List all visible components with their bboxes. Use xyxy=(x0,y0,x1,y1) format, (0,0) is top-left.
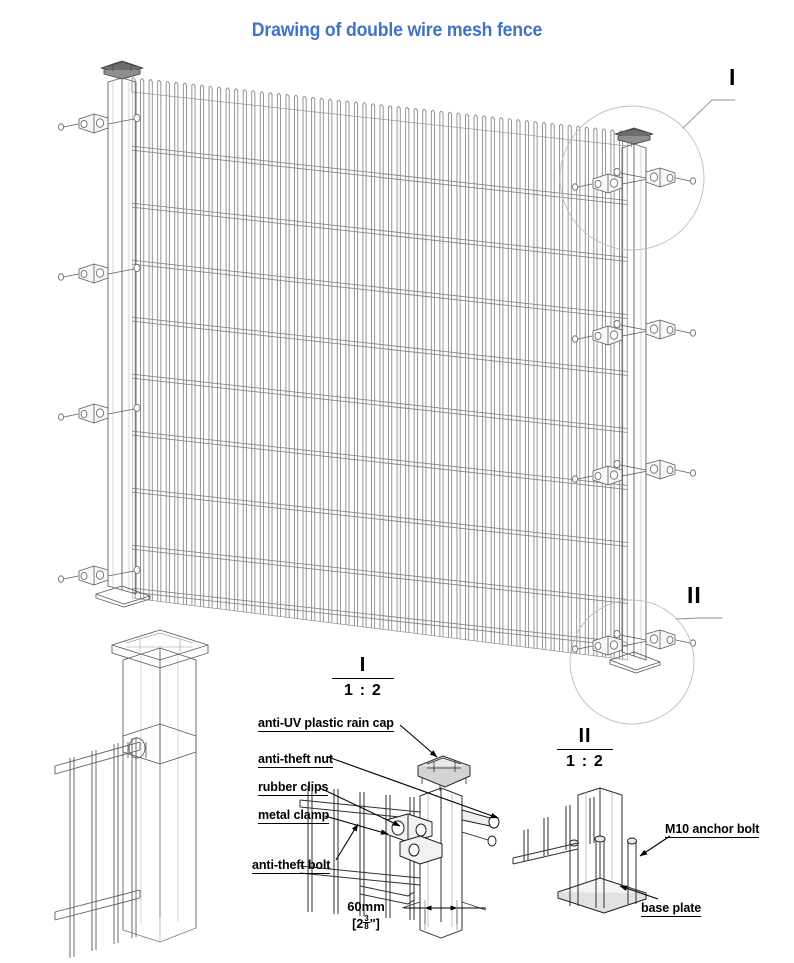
right-post xyxy=(609,127,661,674)
detail-II-mesh xyxy=(512,797,595,865)
label-m10-anchor-bolt: M10 anchor bolt xyxy=(665,822,760,838)
scale-divider-I xyxy=(332,678,394,679)
dimension-metric: 60mm xyxy=(347,899,385,914)
detail-I-rain-cap xyxy=(417,755,471,791)
detail-I-drawing xyxy=(299,755,500,939)
right-post-rain-cap xyxy=(614,127,654,145)
scale-ratio-II: 1 : 2 xyxy=(565,753,604,770)
detail-I-leader-lines xyxy=(319,724,499,861)
mesh-horizontal-wires xyxy=(132,145,628,648)
detail-II-anchor-bolts xyxy=(569,835,637,908)
left-post-clamps xyxy=(58,113,141,586)
detail-circle-I xyxy=(559,105,705,251)
leader-rubber-clips xyxy=(319,787,401,827)
detail-marker-I: I xyxy=(729,64,737,90)
scale-numeral-I: I xyxy=(359,654,367,676)
mesh-spike-tops xyxy=(131,77,632,148)
label-anti-theft-nut: anti-theft nut xyxy=(258,752,333,768)
detail-circle-II xyxy=(569,599,695,725)
leader-anti-theft-nut xyxy=(327,756,499,819)
scale-block-II: II 1 : 2 xyxy=(545,725,625,770)
mesh-vertical-wires xyxy=(132,92,628,660)
main-fence-assembly xyxy=(58,60,736,725)
left-post xyxy=(95,60,151,608)
scale-block-I: I 1 : 2 xyxy=(323,654,403,699)
detail-I-clamp xyxy=(385,809,500,865)
label-anti-uv-rain-cap: anti-UV plastic rain cap xyxy=(258,716,394,732)
left-post-rain-cap xyxy=(100,60,144,80)
dimension-line-post-width xyxy=(404,900,486,930)
right-post-base-plate xyxy=(609,651,661,674)
scale-ratio-I: 1 : 2 xyxy=(343,682,382,699)
label-anti-theft-bolt: anti-theft bolt xyxy=(252,858,331,874)
leader-anchor-bolt xyxy=(639,835,671,857)
detail-II-leader-lines xyxy=(619,835,671,900)
left-post-base-plate xyxy=(95,585,151,608)
detail-marker-II: II xyxy=(687,582,702,608)
leader-rain-cap xyxy=(399,724,438,758)
inch-numerator: 3 xyxy=(363,914,370,923)
detail-leader-II xyxy=(675,617,723,620)
isometric-post-clamp-detail xyxy=(54,629,209,958)
bracket-open: [ xyxy=(352,917,357,932)
right-post-clamps xyxy=(572,167,697,656)
detail-I-post xyxy=(419,787,463,939)
label-metal-clamp: metal clamp xyxy=(258,808,330,824)
page-title: Drawing of double wire mesh fence xyxy=(251,20,543,41)
detail-II-base-plate xyxy=(557,877,647,914)
leader-base-plate xyxy=(619,885,659,900)
label-base-plate: base plate xyxy=(641,901,702,917)
inch-whole: 2 xyxy=(356,917,364,932)
detail-II-drawing xyxy=(512,787,647,914)
leader-anti-theft-bolt xyxy=(335,823,359,861)
label-rubber-clips: rubber clips xyxy=(258,780,329,796)
detail-leader-I xyxy=(682,99,736,129)
scale-divider-II xyxy=(557,749,613,750)
scale-numeral-II: II xyxy=(578,725,592,747)
bracket-close: "] xyxy=(369,917,380,932)
inch-denominator: 8 xyxy=(364,922,369,931)
